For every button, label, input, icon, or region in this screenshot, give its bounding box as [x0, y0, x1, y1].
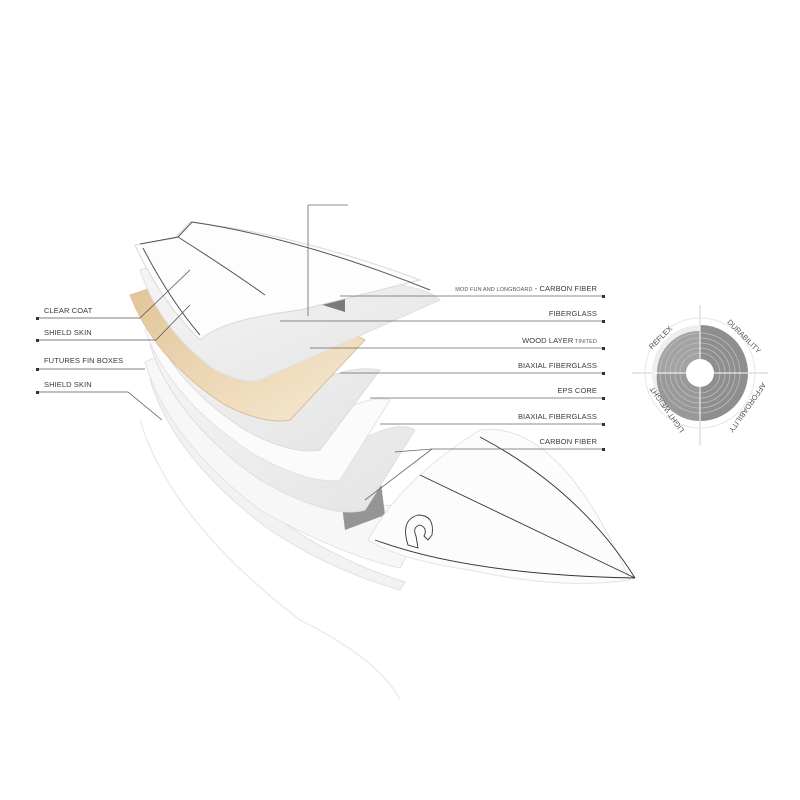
deck-outline — [139, 221, 431, 291]
label-shield-skin-bottom: SHIELD SKIN — [44, 380, 92, 389]
deck-rail-line — [142, 247, 201, 336]
right-leader-dots — [602, 295, 605, 451]
left-leader-dots — [36, 317, 39, 394]
label-carbon-fiber-top: MOD FUN AND LONGBOARD - CARBON FIBER — [455, 284, 597, 293]
label-carbon-fiber-top-text: - CARBON FIBER — [532, 284, 597, 293]
rating-wheel — [632, 305, 768, 445]
label-eps-core: EPS CORE — [557, 386, 597, 395]
label-carbon-fiber-top-prefix: MOD FUN AND LONGBOARD — [455, 287, 533, 293]
label-wood-layer-suffix: TINITED — [573, 339, 597, 345]
board-outline-back — [139, 419, 401, 701]
nose-stringer — [419, 474, 636, 579]
label-fiberglass: FIBERGLASS — [548, 309, 597, 318]
label-clear-coat: CLEAR COAT — [44, 306, 93, 315]
board-nose — [367, 428, 631, 584]
label-biaxial-fiberglass-bottom: BIAXIAL FIBERGLASS — [517, 412, 597, 421]
label-wood-layer: WOOD LAYER TINITED — [522, 336, 597, 345]
nose-rail-line — [374, 539, 636, 579]
label-shield-skin-top: SHIELD SKIN — [44, 328, 92, 337]
label-biaxial-fiberglass-top: BIAXIAL FIBERGLASS — [517, 361, 597, 370]
left-leader-lines — [38, 269, 191, 421]
label-carbon-fiber-bottom: CARBON FIBER — [539, 437, 597, 446]
label-wood-layer-text: WOOD LAYER — [522, 336, 574, 345]
label-futures-fin-boxes: FUTURES FIN BOXES — [44, 356, 124, 365]
right-leader-lines — [280, 204, 604, 501]
layer-clear-coat — [134, 221, 422, 341]
deck-stringer-line — [177, 236, 266, 296]
nose-outline — [479, 436, 636, 579]
brand-logo-icon — [405, 514, 433, 549]
